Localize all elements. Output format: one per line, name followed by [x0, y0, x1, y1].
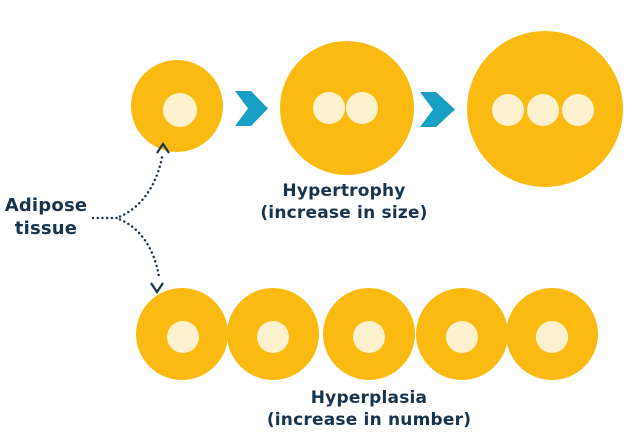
cell-nucleus — [446, 321, 478, 353]
hypertrophy-cell-stage3 — [467, 31, 623, 187]
arrowhead-down — [150, 282, 164, 294]
hypertrophy-cell-stage1 — [131, 60, 223, 152]
dotted-fork-connector — [91, 142, 170, 294]
cell-nucleus — [536, 321, 568, 353]
cell-nucleus — [346, 92, 378, 124]
adipose-tissue-label-line2: tissue — [14, 218, 78, 239]
cell-nucleus — [257, 321, 289, 353]
cell-nucleus — [163, 93, 197, 127]
hyperplasia-cell-5 — [506, 288, 598, 380]
hyperplasia-label: Hyperplasia (increase in number) — [254, 387, 484, 431]
cell-nucleus — [562, 94, 594, 126]
chevron-right-icon — [420, 92, 455, 127]
hyperplasia-cell-2 — [227, 288, 319, 380]
hyperplasia-title: Hyperplasia — [310, 388, 428, 408]
adipose-tissue-label-line1: Adipose — [4, 195, 88, 216]
cell-nucleus — [492, 94, 524, 126]
hypertrophy-title: Hypertrophy — [282, 181, 406, 201]
adipose-tissue-label: Adipose tissue — [4, 194, 88, 240]
chevron-right-icon — [235, 91, 268, 126]
cell-nucleus — [353, 321, 385, 353]
dotted-arrow-up-icon — [118, 155, 164, 218]
cell-nucleus — [313, 92, 345, 124]
cell-nucleus — [527, 94, 559, 126]
hypertrophy-subtitle: (increase in size) — [260, 203, 428, 223]
dotted-arrow-down-icon — [118, 218, 161, 279]
hyperplasia-cell-1 — [136, 288, 228, 380]
hyperplasia-cell-4 — [416, 288, 508, 380]
cell-nucleus — [167, 321, 199, 353]
hypertrophy-label: Hypertrophy (increase in size) — [234, 180, 454, 224]
hyperplasia-subtitle: (increase in number) — [266, 410, 472, 430]
hypertrophy-cell-stage2 — [280, 41, 414, 175]
hyperplasia-cell-3 — [323, 288, 415, 380]
